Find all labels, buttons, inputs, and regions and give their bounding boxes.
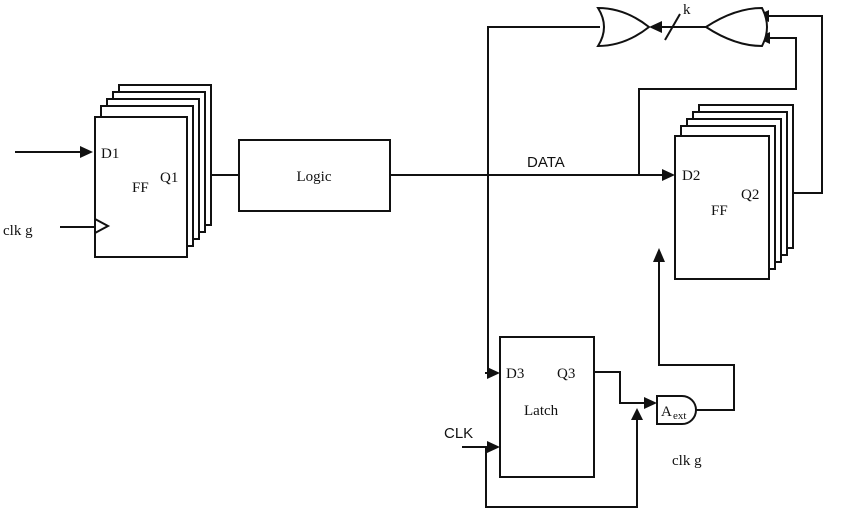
or-gate-icon (596, 6, 651, 48)
and-input1-arrow-icon (644, 397, 657, 409)
logic-label: Logic (297, 169, 332, 185)
data-bus-label: DATA (527, 154, 565, 171)
and-gate-icon (656, 395, 697, 425)
ff1-block (94, 116, 188, 258)
or-input-arrow-icon (649, 21, 662, 33)
data-bus-arrow-icon (662, 169, 675, 181)
bus-width-label: k (683, 2, 691, 18)
or-output-wire (485, 26, 600, 374)
ff2-q-label: Q2 (741, 187, 759, 203)
bus-width-slash (664, 13, 681, 41)
latch-clk-arrow-icon (487, 441, 500, 453)
bottom-clk-g-label: clk g (672, 453, 702, 469)
latch-d-label: D3 (506, 366, 524, 382)
ff1-d-label: D1 (101, 146, 119, 162)
and-label-main: A (661, 404, 672, 420)
ff1-clock-triangle-icon (94, 218, 111, 234)
latch-q-output-wire (594, 371, 645, 404)
ff1-q-label: Q1 (160, 170, 178, 186)
latch-clk-label: CLK (444, 425, 473, 442)
ff1-clk-label: clk g (3, 223, 33, 239)
logic-block (238, 139, 391, 212)
and-output-wire (658, 262, 735, 411)
latch-d-arrow-icon (487, 367, 500, 379)
latch-name: Latch (524, 403, 559, 419)
latch-q-label: Q3 (557, 366, 575, 382)
ff2-clk-arrow-icon (653, 248, 665, 262)
xor-gate-icon (704, 6, 768, 48)
and-input2-arrow-icon (631, 408, 643, 420)
ff1-name: FF (132, 180, 149, 196)
data-tap-wire (638, 37, 797, 175)
ff2-q-feedback-wire (767, 15, 823, 194)
ff1-d-input-arrow-icon (80, 146, 93, 158)
ff2-stack: D2 FF Q2 (674, 104, 794, 280)
clk-loop-wire (485, 419, 638, 508)
ff1-stack: D1 FF Q1 (94, 84, 212, 258)
and-label-sub: ext (673, 410, 686, 422)
ff2-name: FF (711, 203, 728, 219)
latch-block (499, 336, 595, 478)
ff2-block (674, 135, 770, 280)
ff2-d-label: D2 (682, 168, 700, 184)
